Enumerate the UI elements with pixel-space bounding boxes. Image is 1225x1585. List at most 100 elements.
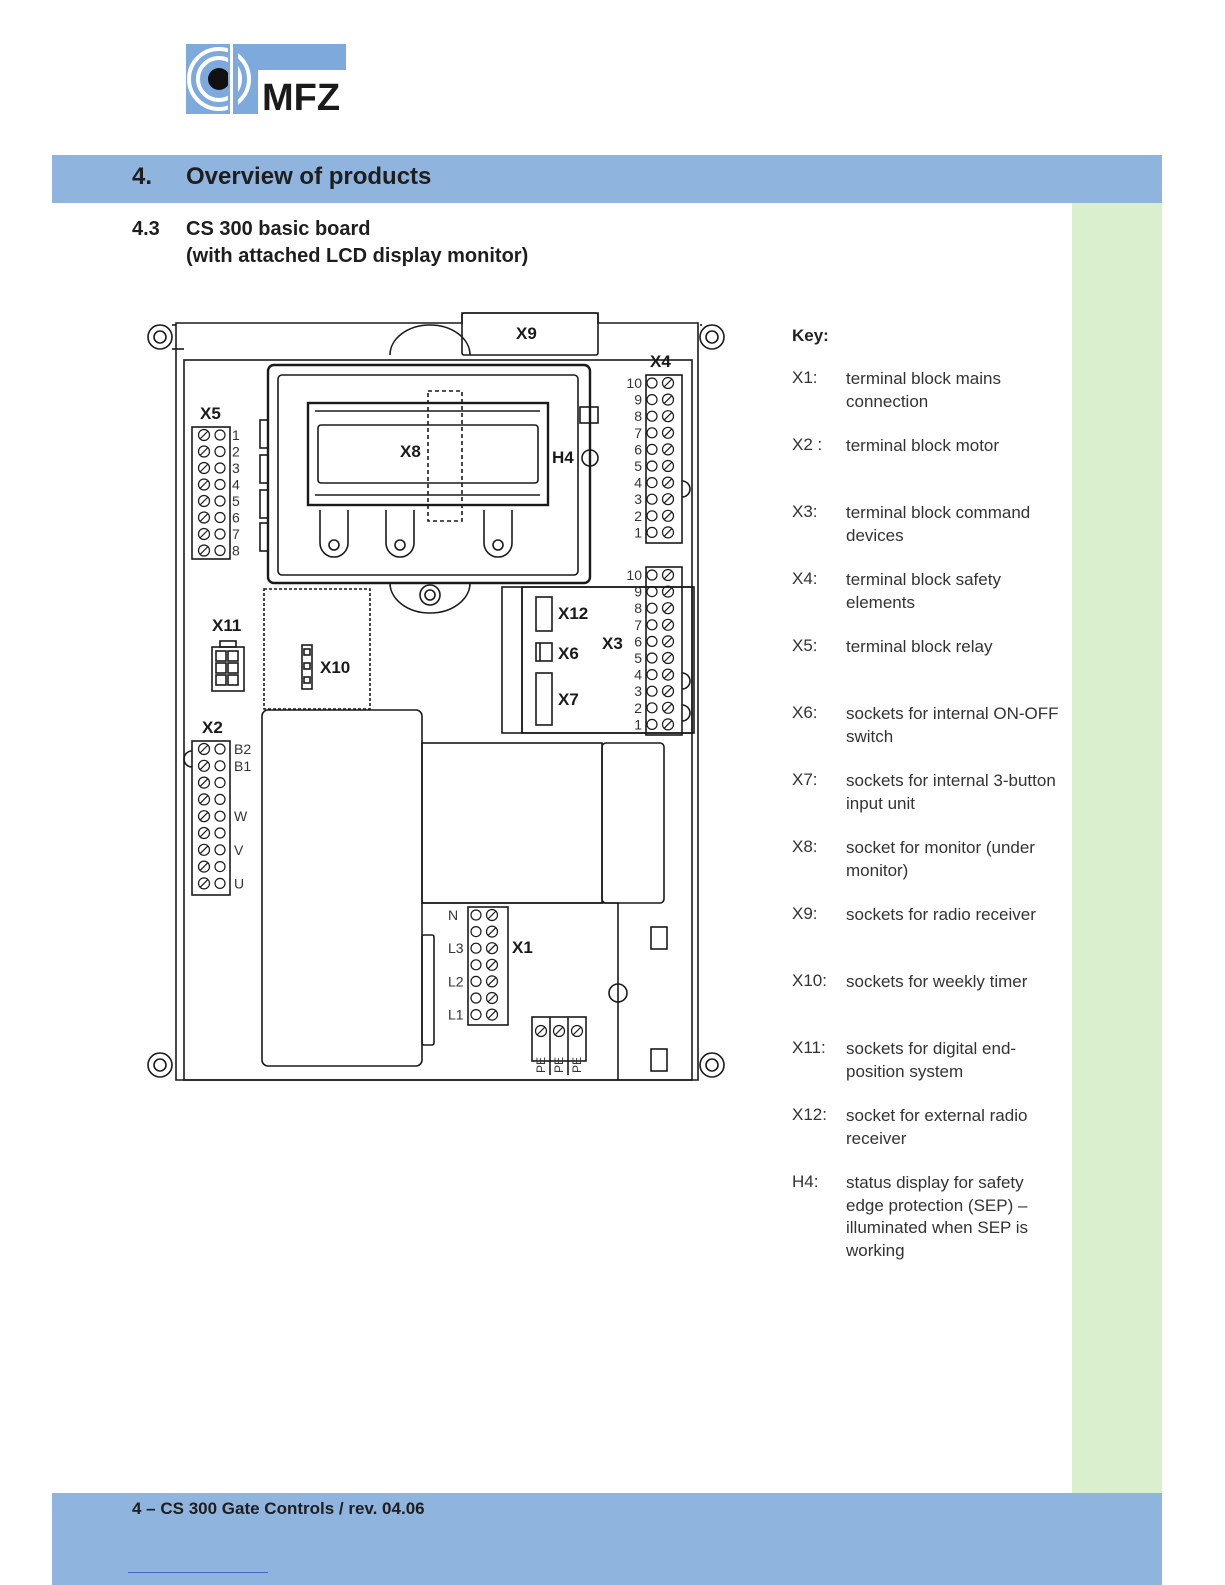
- key-description: socket for external radio receiver: [846, 1106, 1028, 1148]
- x5-pin-label: 2: [232, 444, 240, 460]
- terminal-hole: [214, 743, 226, 755]
- x4-screw: [661, 459, 675, 473]
- terminal-hole: [214, 777, 226, 789]
- key-code: X4:: [792, 569, 818, 588]
- x4-pin-label: 2: [634, 508, 642, 524]
- x4-pin-label: 3: [634, 491, 642, 507]
- x2-screw: [197, 810, 211, 823]
- x4-pin-label: 7: [634, 425, 642, 441]
- terminal-hole: [470, 992, 482, 1004]
- x3-pin-label: 2: [634, 700, 642, 716]
- x3-pin-label: 5: [634, 650, 642, 666]
- key-code: X10:: [792, 971, 827, 990]
- terminal-hole: [214, 810, 226, 822]
- key-description: socket for monitor (under monitor): [846, 838, 1035, 880]
- terminal-hole: [214, 429, 226, 441]
- x5-screw: [197, 445, 211, 458]
- x2-screw: [197, 793, 211, 806]
- x3-screw: [661, 651, 675, 665]
- x2-screw: [197, 860, 211, 873]
- x3-screw: [661, 568, 675, 582]
- terminal-hole: [646, 427, 658, 439]
- x3-pin-label: 3: [634, 683, 642, 699]
- label-x2: X2: [202, 718, 223, 737]
- x3-pin-label: 7: [634, 617, 642, 633]
- x2-screw: [197, 742, 211, 756]
- section-number: 4.3: [132, 218, 160, 240]
- x5-pin-label: 5: [232, 493, 240, 509]
- x2-screw: [197, 843, 211, 856]
- x5-pin-label: 3: [232, 460, 240, 476]
- terminal-hole: [470, 1008, 482, 1021]
- x3-screw: [661, 668, 675, 681]
- terminal-hole: [214, 544, 226, 557]
- label-x3: X3: [602, 634, 623, 653]
- x2-pin-label: U: [234, 875, 244, 891]
- x3-screw: [661, 585, 675, 598]
- x3-pin-label: 1: [634, 716, 642, 732]
- x4-pin-label: 10: [626, 375, 642, 391]
- label-x11: X11: [212, 616, 241, 635]
- x3-screw: [661, 602, 675, 615]
- x3-pin-label: 4: [634, 667, 642, 683]
- x2-screw: [197, 759, 211, 772]
- terminal-hole: [646, 652, 658, 664]
- terminal-hole: [646, 493, 658, 505]
- x3-screw: [661, 685, 675, 698]
- key-code: X7:: [792, 770, 818, 789]
- terminal-hole: [470, 942, 482, 954]
- terminal-hole: [646, 443, 658, 455]
- key-code: X6:: [792, 703, 818, 722]
- x5-pin-label: 8: [232, 543, 240, 559]
- x5-pin-label: 6: [232, 510, 240, 526]
- terminal-hole: [646, 377, 658, 389]
- x1-screw: [485, 958, 499, 971]
- label-x9: X9: [516, 324, 537, 343]
- x1-screw: [485, 925, 499, 938]
- x5-screw: [197, 428, 211, 442]
- terminal-hole: [470, 909, 482, 921]
- terminal-hole: [214, 445, 226, 458]
- key-code: X2 :: [792, 435, 823, 454]
- x2-screw: [197, 826, 211, 840]
- x5-screw: [197, 544, 211, 557]
- terminal-hole: [646, 393, 658, 406]
- x4-screw: [661, 376, 675, 390]
- x5-screw: [197, 461, 211, 475]
- terminal-hole: [646, 718, 658, 730]
- key-description: terminal block mains connection: [846, 369, 1001, 411]
- x4-screw: [661, 410, 675, 423]
- section-title: CS 300 basic board: [186, 218, 371, 240]
- key-code: X11:: [792, 1038, 826, 1057]
- key-heading: Key:: [792, 326, 829, 345]
- label-x6: X6: [558, 644, 579, 663]
- key-description: terminal block motor: [846, 436, 1000, 455]
- terminal-hole: [646, 526, 658, 538]
- label-x4: X4: [650, 352, 671, 371]
- terminal-hole: [214, 528, 226, 540]
- terminal-hole: [646, 669, 658, 681]
- x1-pin-label: L3: [448, 940, 464, 956]
- terminal-hole: [214, 793, 226, 805]
- key-code: X1:: [792, 368, 818, 387]
- label-x10: X10: [320, 658, 350, 677]
- key-description: terminal block relay: [846, 637, 993, 656]
- terminal-hole: [646, 460, 658, 472]
- x3-pin-label: 9: [634, 584, 642, 600]
- x5-screw: [197, 511, 211, 524]
- x2-screw: [197, 877, 211, 890]
- x4-pin-label: 6: [634, 441, 642, 457]
- pe-label: PE: [552, 1057, 566, 1073]
- key-code: X5:: [792, 636, 818, 655]
- x4-screw: [661, 426, 675, 439]
- x2-screw: [197, 776, 211, 789]
- x1-screw: [485, 1008, 499, 1021]
- key-description: sockets for internal ON-OFF switch: [846, 704, 1059, 746]
- x4-screw: [661, 476, 675, 489]
- x4-pin-label: 8: [634, 408, 642, 424]
- chapter-title: Overview of products: [186, 163, 432, 190]
- terminal-hole: [646, 410, 658, 422]
- key-description: status display for safety edge protectio…: [846, 1173, 1029, 1260]
- terminal-hole: [646, 702, 658, 714]
- x4-pin-label: 1: [634, 524, 642, 540]
